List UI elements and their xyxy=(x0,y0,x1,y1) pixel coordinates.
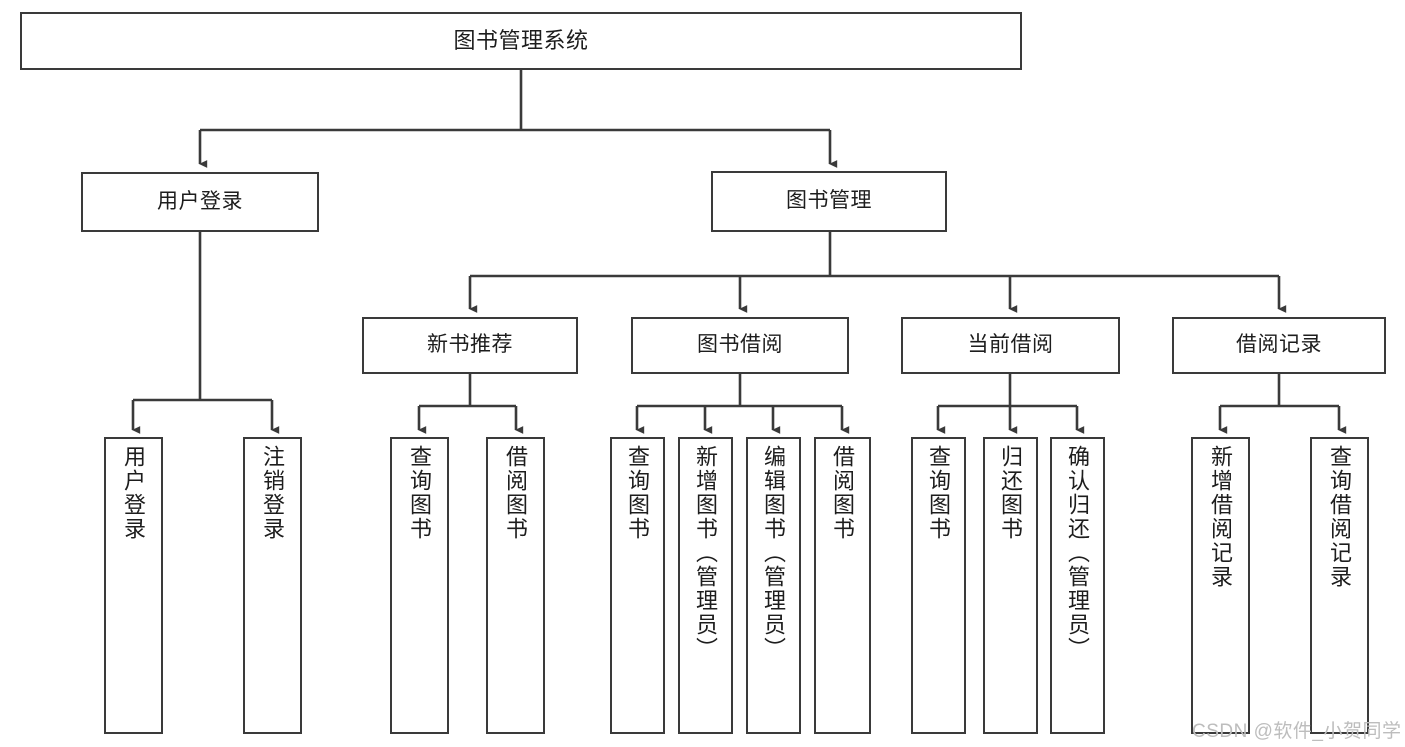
node-leaf-confirm-return-label: 确认归还（管理员） xyxy=(1065,445,1091,661)
node-book-manage[interactable]: 图书管理 xyxy=(711,171,947,232)
node-leaf-borrow-book-2[interactable]: 借阅图书 xyxy=(814,437,871,734)
node-leaf-query-book-3-label: 查询图书 xyxy=(926,445,952,541)
node-root-label: 图书管理系统 xyxy=(453,28,589,54)
node-leaf-query-book-3[interactable]: 查询图书 xyxy=(911,437,966,734)
node-leaf-query-record-label: 查询借阅记录 xyxy=(1327,445,1353,589)
node-leaf-add-record-label: 新增借阅记录 xyxy=(1208,445,1234,589)
node-leaf-return-book-label: 归还图书 xyxy=(998,445,1024,541)
node-borrow-record[interactable]: 借阅记录 xyxy=(1172,317,1386,374)
node-leaf-user-login[interactable]: 用户登录 xyxy=(104,437,163,734)
node-root[interactable]: 图书管理系统 xyxy=(20,12,1022,70)
node-book-borrow-label: 图书借阅 xyxy=(697,333,783,357)
node-current-borrow[interactable]: 当前借阅 xyxy=(901,317,1120,374)
node-current-borrow-label: 当前借阅 xyxy=(967,333,1054,357)
node-leaf-borrow-book-2-label: 借阅图书 xyxy=(830,445,856,541)
node-leaf-edit-book-label: 编辑图书（管理员） xyxy=(761,445,787,661)
node-leaf-query-book-2[interactable]: 查询图书 xyxy=(610,437,665,734)
csdn-watermark: CSDN @软件_小贺同学 xyxy=(1192,721,1402,742)
node-leaf-borrow-book-1[interactable]: 借阅图书 xyxy=(486,437,545,734)
node-leaf-query-book-1-label: 查询图书 xyxy=(407,445,433,541)
node-leaf-add-book-label: 新增图书（管理员） xyxy=(693,445,719,661)
node-leaf-return-book[interactable]: 归还图书 xyxy=(983,437,1038,734)
node-leaf-add-book[interactable]: 新增图书（管理员） xyxy=(678,437,733,734)
node-book-borrow[interactable]: 图书借阅 xyxy=(631,317,849,374)
node-leaf-query-record[interactable]: 查询借阅记录 xyxy=(1310,437,1369,734)
node-leaf-edit-book[interactable]: 编辑图书（管理员） xyxy=(746,437,801,734)
node-leaf-query-book-1[interactable]: 查询图书 xyxy=(390,437,449,734)
node-leaf-user-login-label: 用户登录 xyxy=(121,445,147,541)
node-book-manage-label: 图书管理 xyxy=(786,189,872,213)
node-new-book-rec[interactable]: 新书推荐 xyxy=(362,317,578,374)
node-user-login-label: 用户登录 xyxy=(157,189,243,213)
node-leaf-query-book-2-label: 查询图书 xyxy=(625,445,651,541)
node-user-login[interactable]: 用户登录 xyxy=(81,172,319,232)
node-new-book-rec-label: 新书推荐 xyxy=(427,333,513,357)
node-leaf-logout-label: 注销登录 xyxy=(260,445,286,541)
node-borrow-record-label: 借阅记录 xyxy=(1236,333,1322,357)
node-leaf-confirm-return[interactable]: 确认归还（管理员） xyxy=(1050,437,1105,734)
node-leaf-logout[interactable]: 注销登录 xyxy=(243,437,302,734)
node-leaf-add-record[interactable]: 新增借阅记录 xyxy=(1191,437,1250,734)
node-leaf-borrow-book-1-label: 借阅图书 xyxy=(503,445,529,541)
